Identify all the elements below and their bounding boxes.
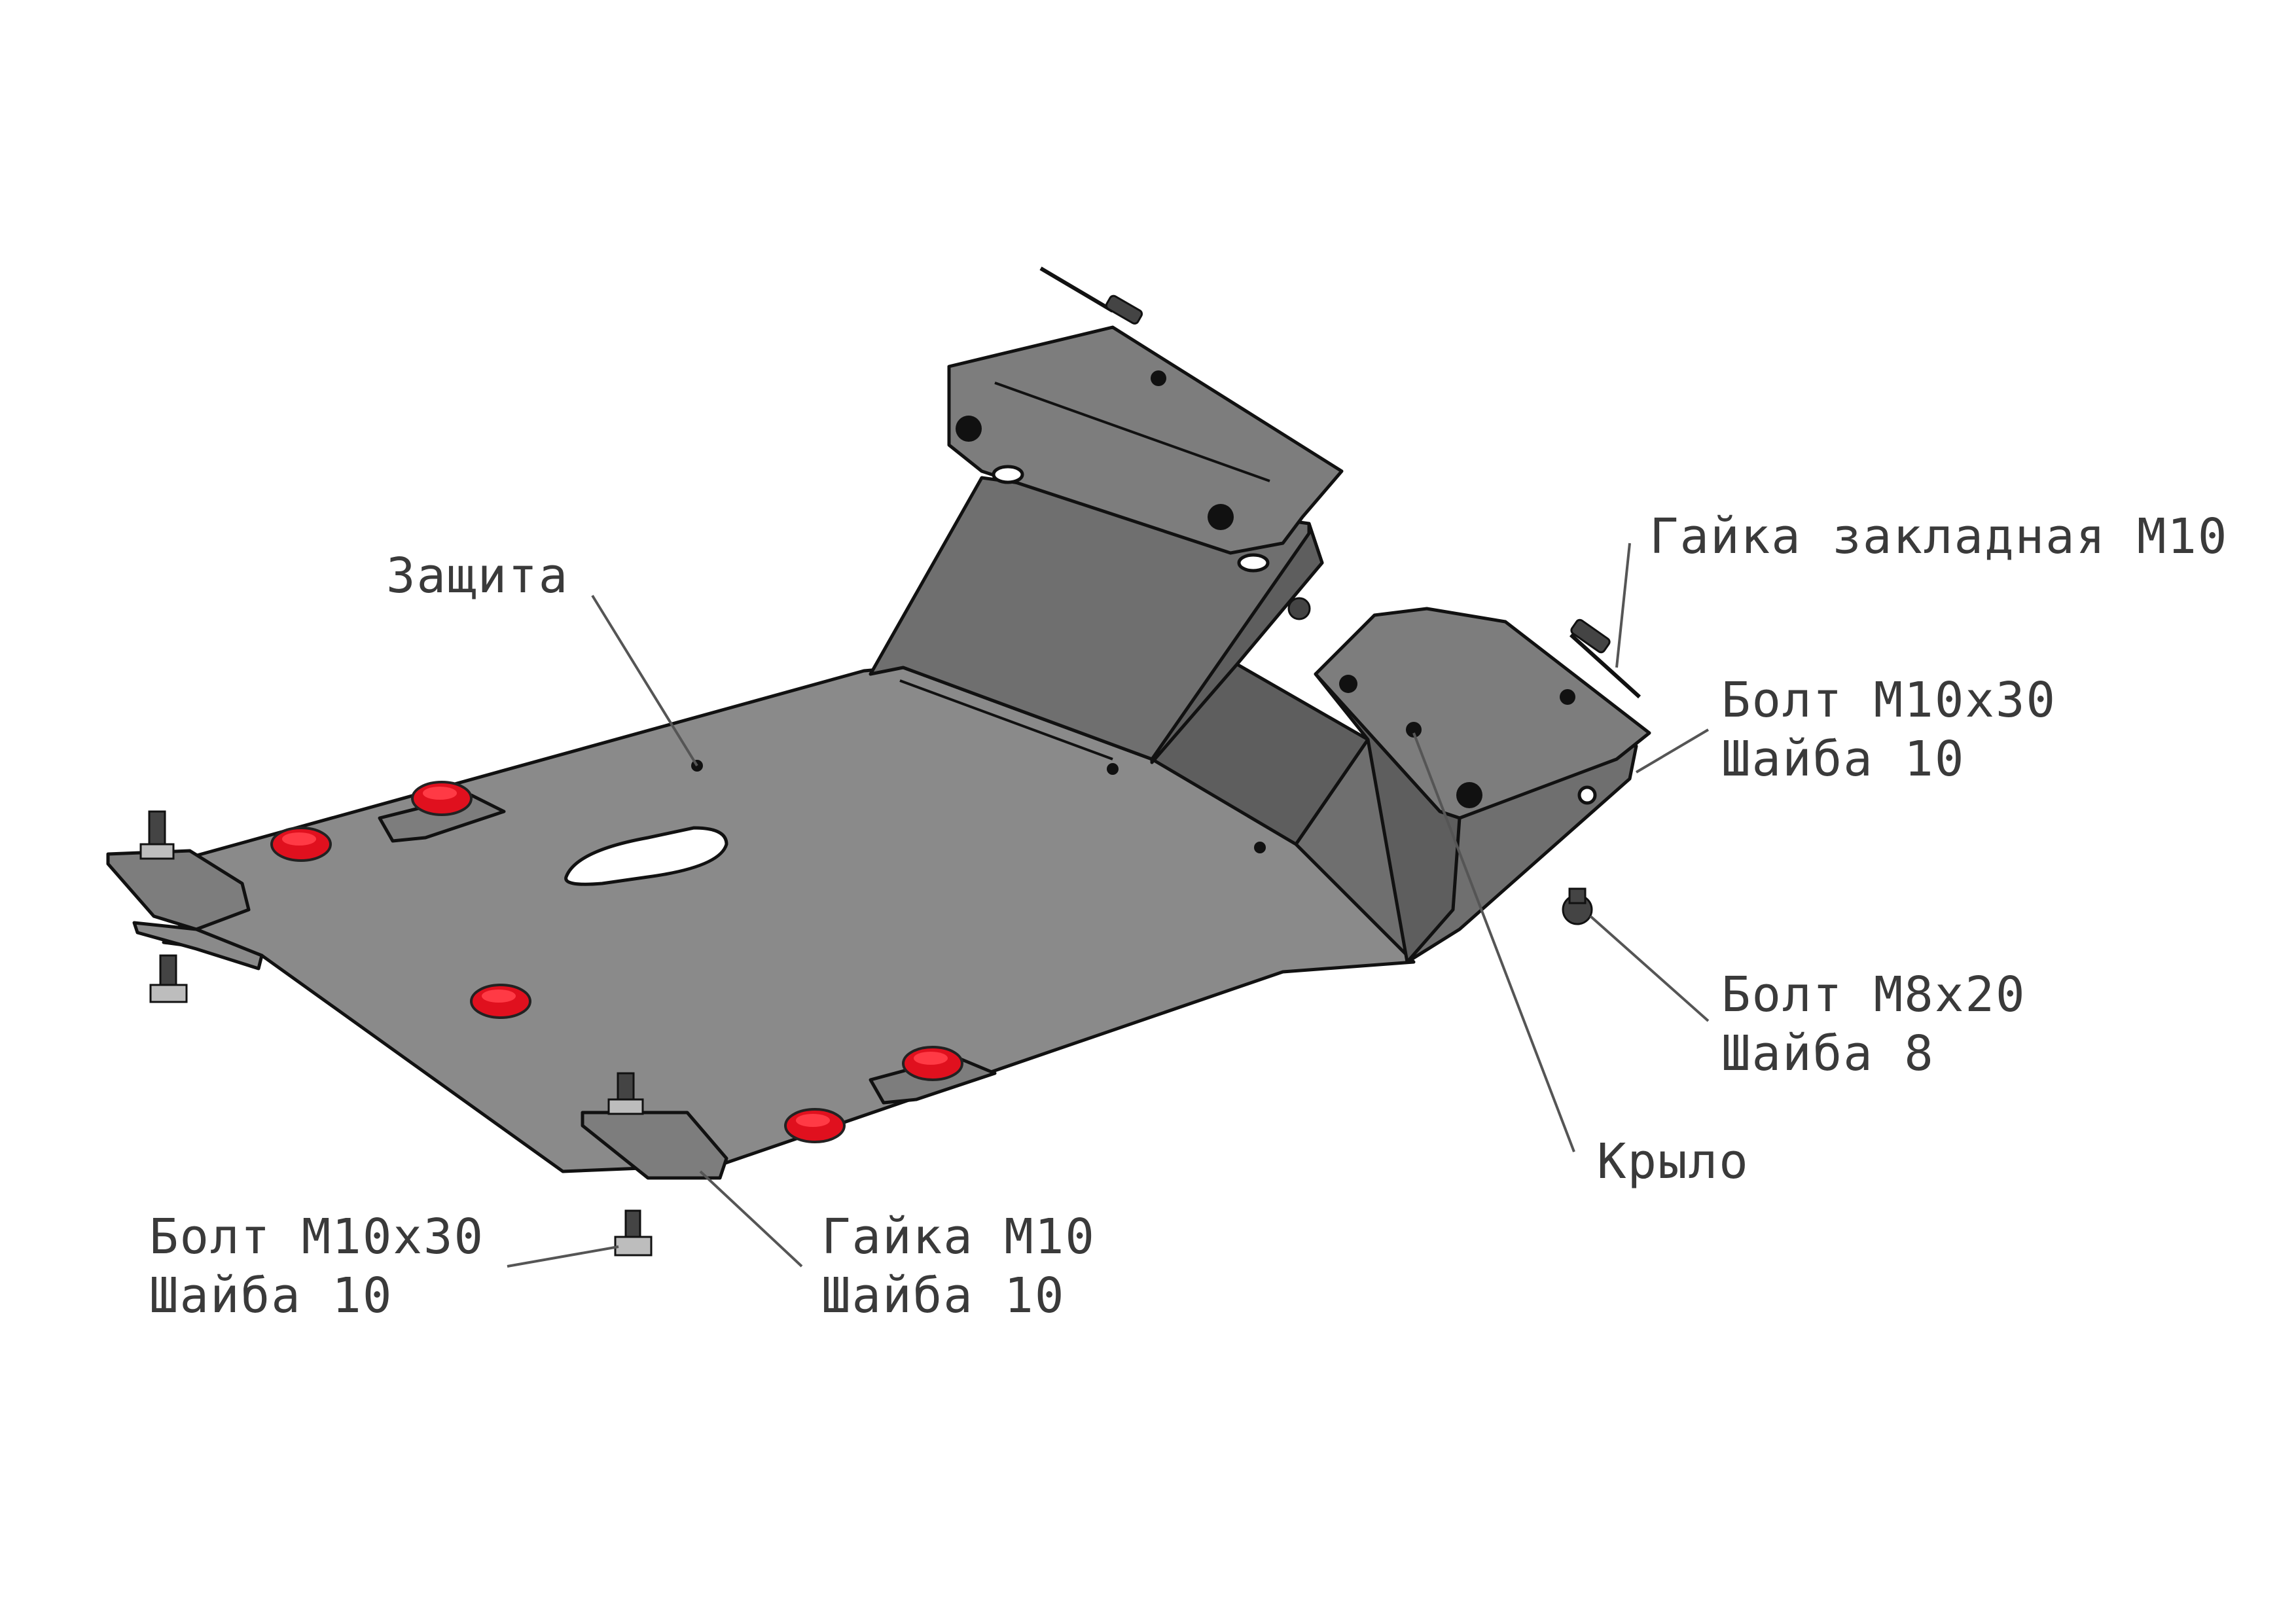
tunnel-slot [1237, 553, 1270, 573]
highlighted-nuts [270, 781, 997, 1143]
red-nut-top [914, 1052, 948, 1065]
leader-lines [507, 543, 1710, 1268]
bolt-left-lower-icon [149, 954, 188, 1003]
label-washer-10-right: Шайба 10 [1721, 731, 1965, 787]
label-guard: Защита [386, 548, 569, 604]
center-tunnel [869, 325, 1344, 764]
bolt-bottom-mount-icon [607, 1072, 644, 1115]
bracket-fold [994, 382, 1270, 482]
red-nut-top [423, 787, 457, 800]
box-hole [1560, 689, 1575, 705]
bracket-hole [956, 416, 982, 442]
cage-nut-right-icon [1569, 618, 1641, 699]
leader-bolt-m8 [1589, 915, 1710, 1022]
right-box-bracket [1314, 607, 1651, 964]
leader-nut-m10 [699, 1170, 803, 1268]
label-wing: Крыло [1597, 1133, 1749, 1190]
label-bolt-m10-left: Болт М10х30 [149, 1209, 484, 1265]
bracket-hole [1208, 504, 1234, 530]
label-washer-10-left: Шайба 10 [149, 1268, 393, 1324]
box-hole [1456, 782, 1482, 808]
oval-slot [564, 826, 728, 886]
leader-guard [591, 594, 698, 767]
plate-hole [1254, 842, 1266, 853]
leader-bolt-m10-right [1635, 728, 1710, 774]
left-lower-strip [132, 921, 264, 971]
box-hole [1406, 722, 1422, 738]
label-bolt-m8: Болт М8х20 [1721, 967, 2026, 1023]
tunnel-bolt [1287, 597, 1311, 620]
tunnel-slot [992, 465, 1024, 484]
label-nut-m10: Гайка М10 [821, 1209, 1096, 1265]
tunnel-side-face [1150, 522, 1324, 764]
bracket-hole [1151, 370, 1166, 386]
engine-guard-plate [106, 662, 1638, 1180]
bolt-loose-bottom-icon [614, 1209, 653, 1257]
fold-line [899, 679, 1113, 760]
leader-cage-nut [1615, 543, 1631, 668]
cage-nut-top-icon [1039, 266, 1143, 325]
box-hole [1339, 675, 1357, 693]
bottom-mount-ear [581, 1111, 728, 1180]
label-cage-nut: Гайка закладная М10 [1649, 508, 2228, 565]
bolt-left-top-icon [139, 810, 175, 860]
upper-bracket [947, 325, 1344, 555]
red-nut-top [482, 990, 516, 1003]
label-washer-10-nut: Шайба 10 [821, 1268, 1065, 1324]
leader-bolt-m10-left [507, 1245, 619, 1268]
loose-hardware [139, 266, 1641, 1257]
right-box-front [1314, 672, 1462, 964]
plate-hole [1107, 763, 1119, 775]
red-nut-top [282, 832, 316, 846]
red-nut-top [796, 1114, 830, 1127]
callout-labels: Защита Гайка закладная М10 Болт М10х30 Ш… [149, 508, 2228, 1324]
left-mount-ear [106, 849, 251, 931]
box-hole [1577, 785, 1597, 805]
bolt-m8-icon [1562, 887, 1593, 925]
label-washer-8: Шайба 8 [1721, 1026, 1935, 1082]
leader-wing [1412, 732, 1575, 1152]
label-bolt-m10-right: Болт М10х30 [1721, 672, 2056, 728]
